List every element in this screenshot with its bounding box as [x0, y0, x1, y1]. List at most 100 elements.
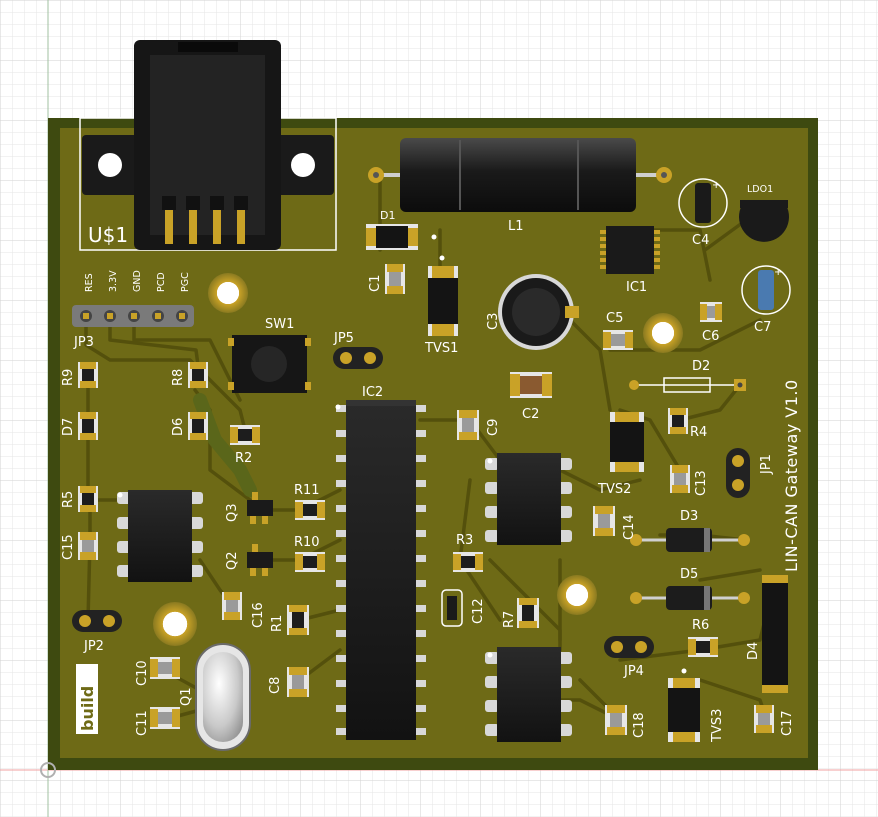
- label-jp4: JP4: [623, 664, 644, 679]
- label-c18: C18: [632, 712, 647, 738]
- regulator-ldo1: [738, 200, 789, 242]
- label-l1: L1: [508, 219, 524, 234]
- jumper-jp4: [604, 636, 654, 658]
- label-c13: C13: [694, 470, 709, 496]
- silkscreen-labels-rotated: R9 R8 D7 D6 R5 C15 Q3 Q2 C16 R1 C10 C11 …: [61, 275, 795, 743]
- diode-d5: [630, 586, 750, 610]
- label-tvs1: TVS1: [424, 341, 458, 356]
- jumper-jp5: [333, 347, 383, 369]
- cap-c4: +: [678, 178, 728, 228]
- switch-sw1: [228, 335, 311, 393]
- mounting-holes: [153, 273, 683, 646]
- label-c11: C11: [135, 710, 150, 736]
- label-q2: Q2: [225, 551, 240, 570]
- transistor-q2: [247, 544, 273, 576]
- label-r11: R11: [294, 483, 320, 498]
- build-logo: build: [76, 664, 98, 734]
- label-c3: C3: [486, 313, 501, 330]
- label-r9: R9: [61, 369, 76, 386]
- chip-dip-mid-upper: [485, 453, 572, 545]
- label-d3: D3: [680, 509, 698, 524]
- label-c15: C15: [61, 534, 76, 560]
- label-d7: D7: [61, 418, 76, 436]
- label-r2: R2: [235, 451, 252, 466]
- label-c1: C1: [368, 275, 383, 292]
- label-ic1: IC1: [626, 280, 647, 295]
- label-ldo1: LDO1: [747, 184, 773, 195]
- label-usb: U$1: [88, 223, 128, 247]
- label-c6: C6: [702, 329, 719, 344]
- label-c10: C10: [135, 660, 150, 686]
- transistor-q3: [247, 492, 273, 524]
- jumper-jp2: [72, 610, 122, 632]
- diode-d4: [762, 575, 788, 693]
- silkscreen-labels: R2 R11 R10 R3 R4 R6 C2 C5 C4 C6 C7: [235, 233, 771, 633]
- inductor-l1: [368, 138, 672, 212]
- smd-parts: [78, 264, 774, 735]
- label-c12: C12: [471, 598, 486, 624]
- label-d1: D1: [380, 209, 395, 222]
- label-tvs2: TVS2: [597, 482, 631, 497]
- diode-d2: [629, 377, 746, 393]
- header-pin-labels: RES 3.3V GND PCD PGC: [84, 270, 191, 292]
- connector-u1: [79, 40, 337, 251]
- diode-d1: [366, 224, 437, 250]
- label-c7: C7: [754, 320, 771, 335]
- svg-text:+: +: [774, 267, 782, 278]
- label-q1: Q1: [179, 687, 194, 706]
- label-r5: R5: [61, 491, 76, 508]
- chip-dip-left: [117, 490, 203, 582]
- label-jp2: JP2: [83, 639, 104, 654]
- label-jp1: JP1: [759, 454, 774, 475]
- diode-d3: [630, 528, 750, 552]
- chip-ic2: [335, 400, 426, 740]
- label-r4: R4: [690, 425, 707, 440]
- crystal-q1: [195, 643, 251, 751]
- chip-dip-mid-lower: [485, 647, 572, 742]
- pin-label-2: GND: [132, 270, 143, 292]
- label-d4: D4: [746, 642, 761, 660]
- chip-ic1: [600, 226, 660, 274]
- pin-label-4: PGC: [180, 272, 191, 292]
- label-c14: C14: [622, 514, 637, 540]
- label-sw1: SW1: [265, 317, 294, 332]
- label-jp3: JP3: [73, 335, 94, 350]
- cap-c7: +: [741, 265, 791, 315]
- pin-label-0: RES: [84, 273, 95, 292]
- label-tvs3: TVS3: [710, 709, 725, 743]
- label-d5: D5: [680, 567, 698, 582]
- svg-text:build: build: [78, 686, 97, 731]
- label-c17: C17: [780, 710, 795, 736]
- label-c2: C2: [522, 407, 539, 422]
- svg-text:+: +: [712, 180, 720, 191]
- label-r7: R7: [502, 611, 517, 628]
- label-ic2: IC2: [362, 385, 383, 400]
- label-r1: R1: [270, 615, 285, 632]
- label-q3: Q3: [225, 503, 240, 522]
- pin-label-3: PCD: [156, 272, 167, 292]
- tvs-tvs1: [428, 255, 458, 336]
- label-c4: C4: [692, 233, 709, 248]
- cap-c12: [441, 589, 463, 627]
- origin-marker: [40, 762, 56, 778]
- jumper-jp1: [726, 448, 750, 498]
- label-c8: C8: [268, 677, 283, 694]
- label-r3: R3: [456, 533, 473, 548]
- tvs-tvs3: [668, 668, 700, 742]
- label-jp5: JP5: [333, 331, 354, 346]
- cap-c3: [498, 274, 579, 350]
- label-c5: C5: [606, 311, 623, 326]
- tvs-tvs2: [610, 412, 644, 472]
- header-jp3: [72, 305, 194, 327]
- label-c16: C16: [251, 602, 266, 628]
- label-d6: D6: [171, 418, 186, 436]
- board-title: LIN-CAN Gateway V1.0: [782, 379, 801, 572]
- label-r6: R6: [692, 618, 709, 633]
- pin-label-1: 3.3V: [108, 270, 119, 292]
- label-c9: C9: [486, 419, 501, 436]
- label-r10: R10: [294, 535, 320, 550]
- label-r8: R8: [171, 369, 186, 386]
- label-d2: D2: [692, 359, 710, 374]
